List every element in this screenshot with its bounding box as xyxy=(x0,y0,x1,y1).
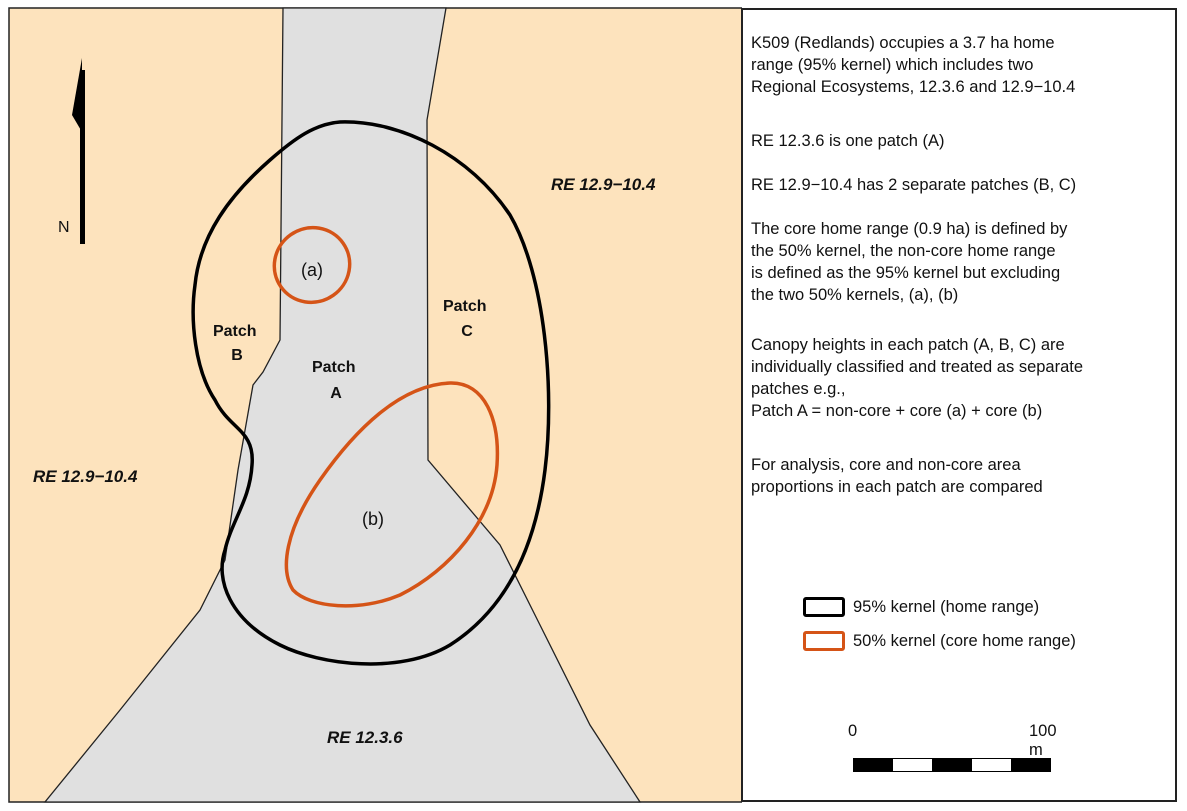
info-paragraph-core-definition: The core home range (0.9 ha) is defined … xyxy=(751,220,1068,304)
map-canvas: N RE 12.9−10.4 RE 12.9−10.4 RE 12.3.6 Pa… xyxy=(8,7,742,803)
patch-label-c: Patch C xyxy=(443,298,491,340)
kernel-label-b: (b) xyxy=(362,509,384,529)
info-panel: K509 (Redlands) occupies a 3.7 ha home r… xyxy=(741,8,1177,802)
legend-item-kernel-50: 50% kernel (core home range) xyxy=(803,624,1076,658)
map-panel: N RE 12.9−10.4 RE 12.9−10.4 RE 12.3.6 Pa… xyxy=(8,7,742,803)
scale-start-label: 0 xyxy=(848,722,858,740)
north-label: N xyxy=(58,219,70,236)
legend-label-kernel-50: 50% kernel (core home range) xyxy=(853,631,1076,650)
patch-label-b-line1: Patch xyxy=(213,323,257,340)
legend-item-kernel-95: 95% kernel (home range) xyxy=(803,590,1076,624)
scale-segment xyxy=(932,759,972,771)
re-12-3-6-area xyxy=(43,7,642,803)
kernel-label-a: (a) xyxy=(301,260,323,280)
patch-label-a: Patch A xyxy=(312,359,360,402)
scale-segment xyxy=(854,759,894,771)
scale-segment xyxy=(1010,759,1050,771)
region-label-re-12-9-west: RE 12.9−10.4 xyxy=(33,467,138,486)
info-paragraph-summary: K509 (Redlands) occupies a 3.7 ha home r… xyxy=(751,34,1076,96)
scale-end-label: 100 m xyxy=(1029,722,1057,759)
info-paragraph-analysis: For analysis, core and non-core area pro… xyxy=(751,456,1043,496)
legend: 95% kernel (home range) 50% kernel (core… xyxy=(803,590,1076,658)
north-arrow-shaft xyxy=(80,70,85,244)
patch-label-c-line2: C xyxy=(461,323,473,340)
kernel-95-swatch-icon xyxy=(803,597,845,617)
info-paragraph-patch-a: RE 12.3.6 is one patch (A) xyxy=(751,132,945,150)
kernel-50-swatch-icon xyxy=(803,631,845,651)
kernel-50-a-outline xyxy=(272,225,352,305)
scale-track xyxy=(853,758,1051,772)
patch-label-b-line2: B xyxy=(231,347,243,364)
info-paragraph-canopy: Canopy heights in each patch (A, B, C) a… xyxy=(751,336,1084,420)
scale-segment xyxy=(971,759,1011,771)
north-arrow: N xyxy=(58,58,85,244)
kernel-95-outline xyxy=(191,120,551,666)
info-paragraph-patches-bc: RE 12.9−10.4 has 2 separate patches (B, … xyxy=(751,176,1077,194)
region-label-re-12-3-6: RE 12.3.6 xyxy=(327,728,403,747)
legend-label-kernel-95: 95% kernel (home range) xyxy=(853,597,1040,616)
scale-segment xyxy=(893,759,933,771)
kernel-50-b-outline xyxy=(284,381,500,608)
patch-label-c-line1: Patch xyxy=(443,298,487,315)
north-arrow-head-icon xyxy=(72,58,82,132)
scale-bar: 0 100 m xyxy=(848,722,1057,772)
patch-label-b: Patch B xyxy=(213,323,261,364)
patch-label-a-line2: A xyxy=(330,385,342,402)
patch-label-a-line1: Patch xyxy=(312,359,356,376)
region-label-re-12-9-east: RE 12.9−10.4 xyxy=(551,175,656,194)
